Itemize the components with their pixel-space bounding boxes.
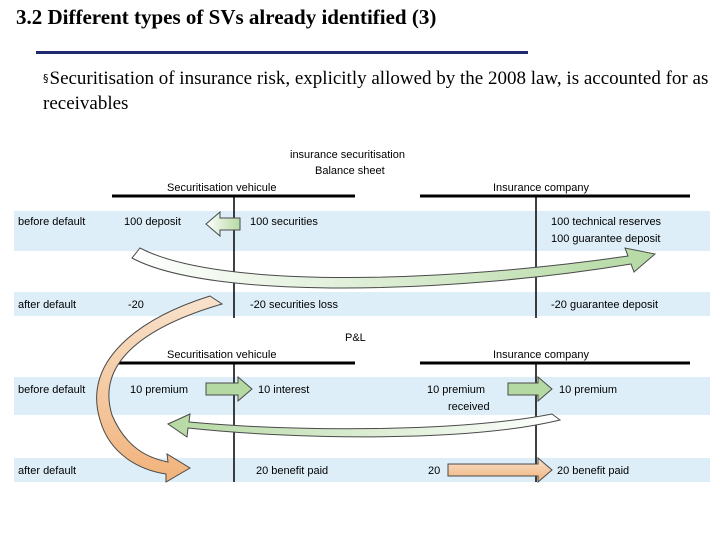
band-pl-after <box>14 458 710 482</box>
pl-before-company-left-1: 10 premium <box>427 384 485 396</box>
pl-before-label: before default <box>18 384 85 396</box>
bullet-point: §Securitisation of insurance risk, expli… <box>43 66 715 116</box>
balance-before-vehicle-left: 100 deposit <box>124 216 181 228</box>
band-pl-before <box>14 377 710 415</box>
pl-before-vehicle-left: 10 premium <box>130 384 188 396</box>
balance-before-company-right-1: 100 technical reserves <box>551 216 662 228</box>
vehicle-header-pl: Securitisation vehicule <box>167 349 276 361</box>
bullet-text: Securitisation of insurance risk, explic… <box>43 68 709 114</box>
balance-after-vehicle-right: -20 securities loss <box>250 299 339 311</box>
balance-before-company-right-2: 100 guarantee deposit <box>551 233 660 245</box>
arrow-premium-curve-pl <box>166 413 562 438</box>
pl-after-company-left: 20 <box>428 465 440 477</box>
balance-after-label: after default <box>18 299 76 311</box>
arrow-premium-received-to-premium <box>507 375 553 403</box>
band-balance-before <box>14 211 710 251</box>
balance-before-label: before default <box>18 216 85 228</box>
arrow-securities-to-deposit <box>205 210 241 238</box>
vehicle-header-balance: Securitisation vehicule <box>167 182 276 194</box>
arrow-deposit-curve-balance <box>131 247 657 289</box>
pl-before-company-left-2: received <box>448 401 490 413</box>
arrow-premium-to-interest <box>205 375 253 403</box>
pl-before-company-right: 10 premium <box>559 384 617 396</box>
company-header-pl: Insurance company <box>493 349 589 361</box>
pl-before-vehicle-right: 10 interest <box>258 384 309 396</box>
arrow-benefit-paid <box>447 456 553 484</box>
title-underline <box>36 51 528 54</box>
pl-label: P&L <box>345 332 366 344</box>
balance-after-vehicle-left: -20 <box>128 299 144 311</box>
company-header-balance: Insurance company <box>493 182 589 194</box>
pl-after-label: after default <box>18 465 76 477</box>
arrow-loss-to-benefit-curve <box>96 295 224 483</box>
balance-after-company-right: -20 guarantee deposit <box>551 299 658 311</box>
bullet-marker-icon: § <box>43 72 49 85</box>
balance-sheet-label: Balance sheet <box>315 165 385 177</box>
balance-before-vehicle-right: 100 securities <box>250 216 318 228</box>
pl-after-company-right: 20 benefit paid <box>557 465 629 477</box>
diagram-heading: insurance securitisation <box>290 149 405 161</box>
slide-title: 3.2 Different types of SVs already ident… <box>16 5 437 29</box>
pl-after-vehicle-right: 20 benefit paid <box>256 465 328 477</box>
band-balance-after <box>14 292 710 316</box>
